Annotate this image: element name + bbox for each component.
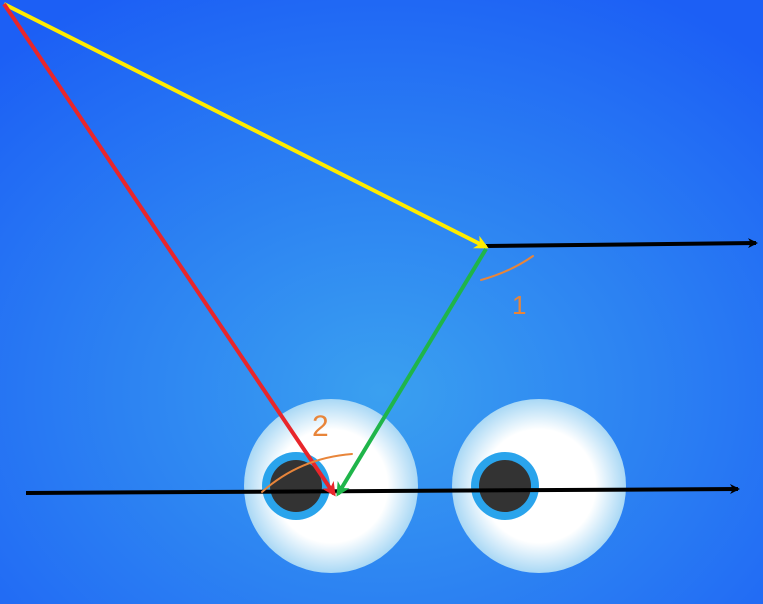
right-eye-icon [452, 399, 626, 573]
angle-1-arc [480, 255, 534, 281]
reflected-ray [336, 247, 488, 497]
angle-1-label: 1 [512, 290, 526, 320]
upper-horizontal-line [485, 238, 758, 249]
lower-horizontal-line [25, 484, 740, 495]
left-eye-pupil [270, 460, 322, 512]
incident-ray [3, 2, 489, 249]
right-eye-pupil [479, 460, 531, 512]
direct-ray [2, 2, 336, 497]
angle-2-label: 2 [312, 410, 329, 443]
angle-2-arc [261, 453, 353, 493]
